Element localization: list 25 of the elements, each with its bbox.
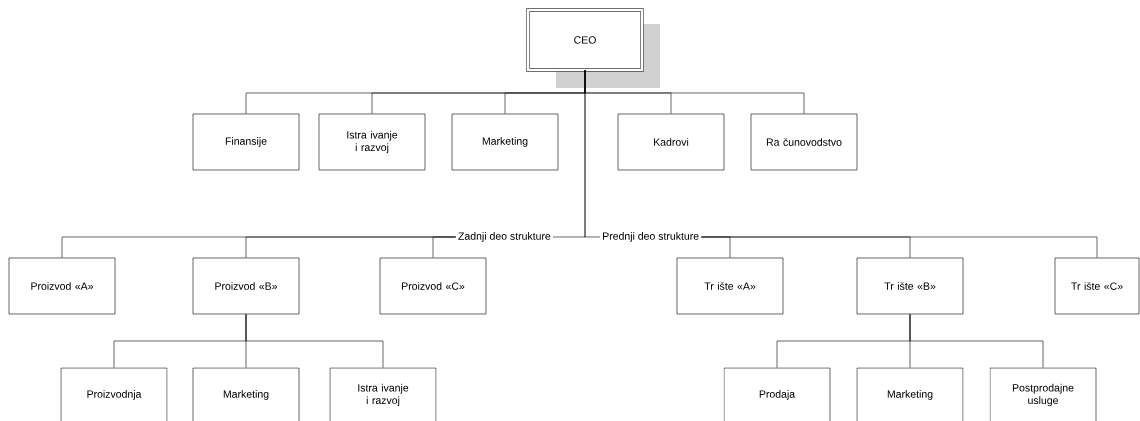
connector bbox=[909, 314, 1044, 368]
unit-box: Istra ivanje i razvoj bbox=[329, 367, 437, 421]
unit-box: Tr ište «A» bbox=[676, 257, 784, 315]
unit-box: Istra ivanje i razvoj bbox=[318, 113, 426, 171]
branch-label: Zadnji deo strukture bbox=[458, 232, 551, 242]
unit-box: Tr ište «C» bbox=[1054, 257, 1140, 315]
unit-box: Marketing bbox=[192, 367, 300, 421]
branch-label: Prednji deo strukture bbox=[603, 232, 699, 242]
unit-box: Proizvod «C» bbox=[379, 257, 487, 315]
connector bbox=[584, 69, 601, 238]
unit-box: Proizvod «A» bbox=[8, 257, 116, 315]
unit-box: Postprodajne usluge bbox=[989, 367, 1097, 421]
unit-box: Prodaja bbox=[723, 367, 831, 421]
connector bbox=[245, 314, 384, 368]
unit-box: Marketing bbox=[856, 367, 964, 421]
unit-box: Tr ište «B» bbox=[856, 257, 964, 315]
unit-box: Finansije bbox=[192, 113, 300, 171]
unit-box: Kadrovi bbox=[617, 113, 725, 171]
unit-box: Ra čunovodstvo bbox=[750, 113, 858, 171]
unit-box: Proizvod «B» bbox=[192, 257, 300, 315]
connector bbox=[701, 236, 1098, 258]
connector bbox=[432, 236, 457, 258]
unit-box: Proizvodnja bbox=[60, 367, 168, 421]
unit-box: Marketing bbox=[451, 113, 559, 171]
executive-box: CEO bbox=[526, 8, 660, 88]
